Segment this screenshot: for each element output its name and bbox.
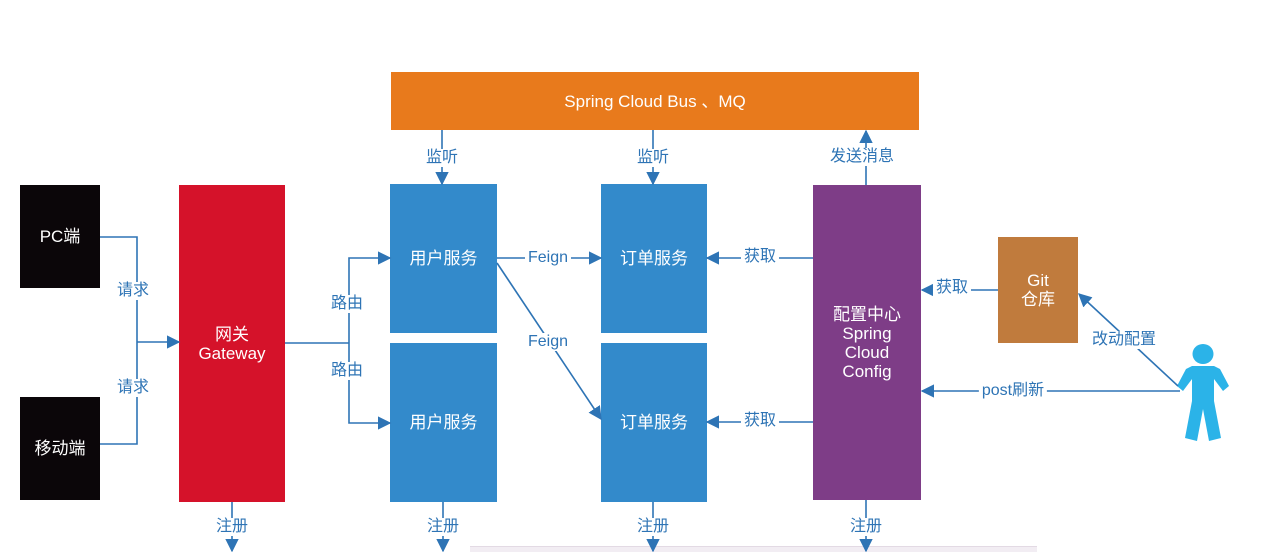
user-service-2-label: 用户服务 — [409, 413, 478, 432]
pc-client-node: PC端 — [20, 185, 100, 288]
spring-cloud-bus-node: Spring Cloud Bus 、MQ — [391, 72, 919, 130]
user-service-1-label: 用户服务 — [409, 249, 478, 268]
edge-label-request-1: 请求 — [113, 282, 153, 300]
order-service-2-label: 订单服务 — [620, 413, 688, 432]
person-icon — [1177, 344, 1229, 441]
registry-box-partial — [470, 546, 1037, 552]
edge-label-route-2: 路由 — [327, 362, 367, 380]
config-center-node: 配置中心 Spring Cloud Config — [813, 185, 921, 500]
edge-label-register-3: 注册 — [633, 518, 673, 536]
order-service-2-node: 订单服务 — [601, 343, 707, 502]
edge-label-fetch-1: 获取 — [740, 248, 780, 266]
git-repo-node: Git 仓库 — [998, 237, 1078, 343]
gateway-node: 网关 Gateway — [179, 185, 285, 502]
edge-label-send-message: 发送消息 — [826, 148, 898, 166]
config-center-label-cn: 配置中心 — [833, 304, 901, 324]
user-service-2-node: 用户服务 — [390, 343, 497, 502]
edge-label-route-1: 路由 — [327, 295, 367, 313]
edge-label-listen-2: 监听 — [633, 149, 673, 167]
user-service-1-node: 用户服务 — [390, 184, 497, 333]
config-center-label-spring: Spring — [842, 323, 892, 343]
config-center-label-config: Config — [842, 361, 892, 381]
edge-label-request-2: 请求 — [113, 379, 153, 397]
edge-label-feign-1: Feign — [524, 249, 572, 267]
git-repo-label-en: Git — [1027, 271, 1049, 290]
edge-label-register-2: 注册 — [423, 518, 463, 536]
gateway-label-cn: 网关 — [215, 324, 249, 344]
connector-route-user2 — [348, 343, 392, 430]
edge-label-post-refresh: post刷新 — [978, 382, 1048, 400]
gateway-label-en: Gateway — [198, 343, 266, 363]
order-service-1-label: 订单服务 — [620, 249, 688, 268]
edge-label-feign-2: Feign — [524, 333, 572, 351]
edge-label-register-1: 注册 — [212, 518, 252, 536]
edge-label-change-config: 改动配置 — [1088, 331, 1160, 349]
edge-label-fetch-git: 获取 — [932, 279, 972, 297]
edge-label-listen-1: 监听 — [422, 149, 462, 167]
mobile-client-label: 移动端 — [34, 439, 86, 458]
git-repo-label-cn: 仓库 — [1021, 290, 1055, 309]
pc-client-label: PC端 — [39, 227, 81, 246]
edge-label-register-4: 注册 — [846, 518, 886, 536]
mobile-client-node: 移动端 — [20, 397, 100, 500]
edge-label-fetch-2: 获取 — [740, 412, 780, 430]
config-center-label-cloud: Cloud — [844, 342, 890, 362]
order-service-1-node: 订单服务 — [601, 184, 707, 333]
bus-label: Spring Cloud Bus 、MQ — [564, 91, 746, 111]
